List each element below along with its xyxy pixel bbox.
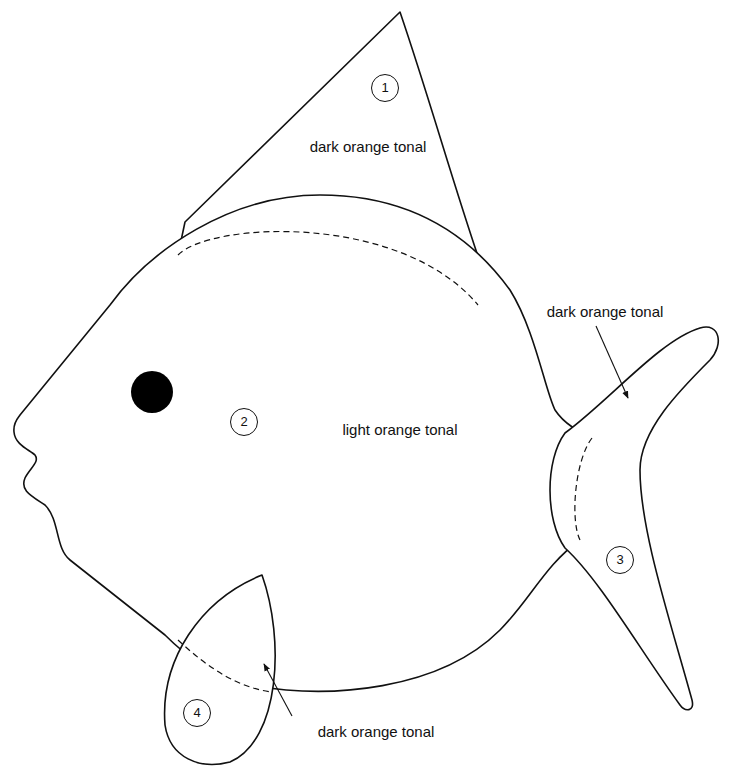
pectoral-fin: 4 <box>155 565 290 774</box>
leader-line <box>596 326 628 398</box>
callout-number: 1 <box>371 74 399 102</box>
fabric-note: light orange tonal <box>342 421 457 439</box>
tail-fin-shape <box>550 327 718 710</box>
fabric-label: dark orange tonal <box>318 723 435 741</box>
fish-body-shape <box>14 195 592 691</box>
fish-body: 2 light orange tonal <box>5 185 605 705</box>
pectoral-fin-shape <box>165 575 276 764</box>
callout-number: 2 <box>230 408 258 436</box>
fish-body-outline <box>5 185 605 705</box>
callout-number: 3 <box>606 546 634 574</box>
callout-number: 4 <box>183 699 211 727</box>
fish-eye <box>131 371 173 413</box>
fabric-note: dark orange tonal <box>310 138 427 156</box>
pectoral-fin-outline <box>155 565 290 774</box>
tail-fin-outline <box>535 315 730 720</box>
tail-fin: 3 <box>535 315 730 720</box>
fabric-label: dark orange tonal <box>547 303 664 321</box>
